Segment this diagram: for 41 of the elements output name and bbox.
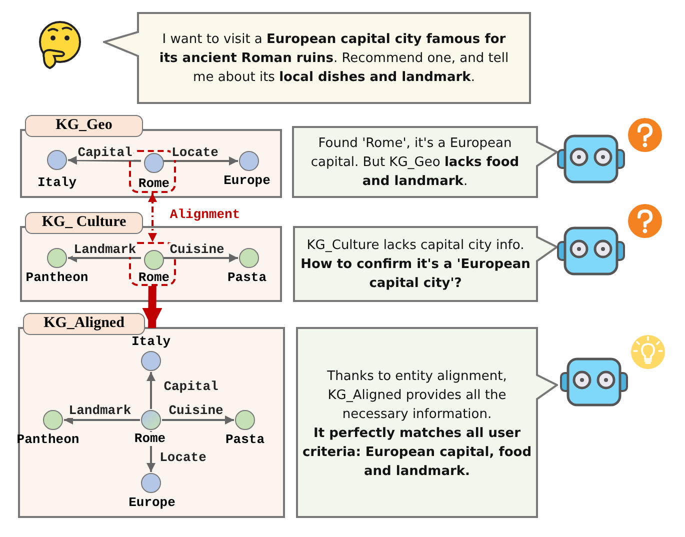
speech-bubble [296, 327, 558, 518]
graph-panel [18, 313, 285, 518]
speech-bubble [293, 226, 558, 302]
speech-bubble [292, 126, 558, 198]
alignment-arrow [148, 193, 157, 242]
edge-label: Landmark [72, 243, 138, 257]
arrow [146, 372, 156, 409]
thick-arrow [142, 286, 162, 328]
entity-label: Europe [224, 174, 270, 188]
arrow [163, 254, 238, 262]
panel-title-tab: KG_Aligned [23, 313, 145, 335]
speech-bubble [103, 12, 531, 104]
arrow [68, 254, 141, 262]
arrow [68, 156, 142, 165]
entity-label: Pasta [228, 271, 266, 285]
edge-label: Capital [162, 380, 220, 394]
speech-text: Thanks to entity alignment, KG_Aligned provides all the necessary information. [326, 368, 508, 424]
entity-label: Rome [138, 177, 170, 191]
entity-label: Rome [138, 271, 170, 285]
speech-text: Found 'Rome', it's a European capital. But KG_Geo lacks food and landmark. [310, 134, 520, 190]
entity-label: Italy [132, 335, 170, 349]
entity-label: Europe [128, 496, 176, 510]
entity-label: Rome [134, 432, 166, 446]
entity-label: Italy [38, 176, 76, 190]
arrow [162, 416, 234, 424]
speech-text: I want to visit a European capital city famous for its ancient Roman ruins. Recommend one, and tell me about its local dishes and landmark. [158, 30, 510, 86]
graph-panel [20, 115, 282, 198]
entity-label: Pantheon [16, 433, 80, 447]
panel-title-tab: KG_Geo [25, 115, 143, 137]
edge-label: Locate [170, 146, 220, 160]
arrow [163, 156, 238, 166]
edge-label: Landmark [68, 404, 132, 418]
speech-text: It perfectly matches all user criteria: European capital, food and landmark. [302, 425, 532, 481]
edge-label: Alignment [168, 208, 242, 222]
speech-text: KG_Culture lacks capital city info. How to confirm it's a 'European capital city'? [300, 236, 532, 292]
edge-label: Cuisine [168, 243, 226, 257]
edge-label: Capital [76, 146, 134, 160]
panel-title-tab: KG_ Culture [25, 212, 143, 234]
entity-label: Pasta [226, 433, 264, 447]
entity-label: Pantheon [26, 271, 88, 285]
arrow [64, 416, 140, 424]
